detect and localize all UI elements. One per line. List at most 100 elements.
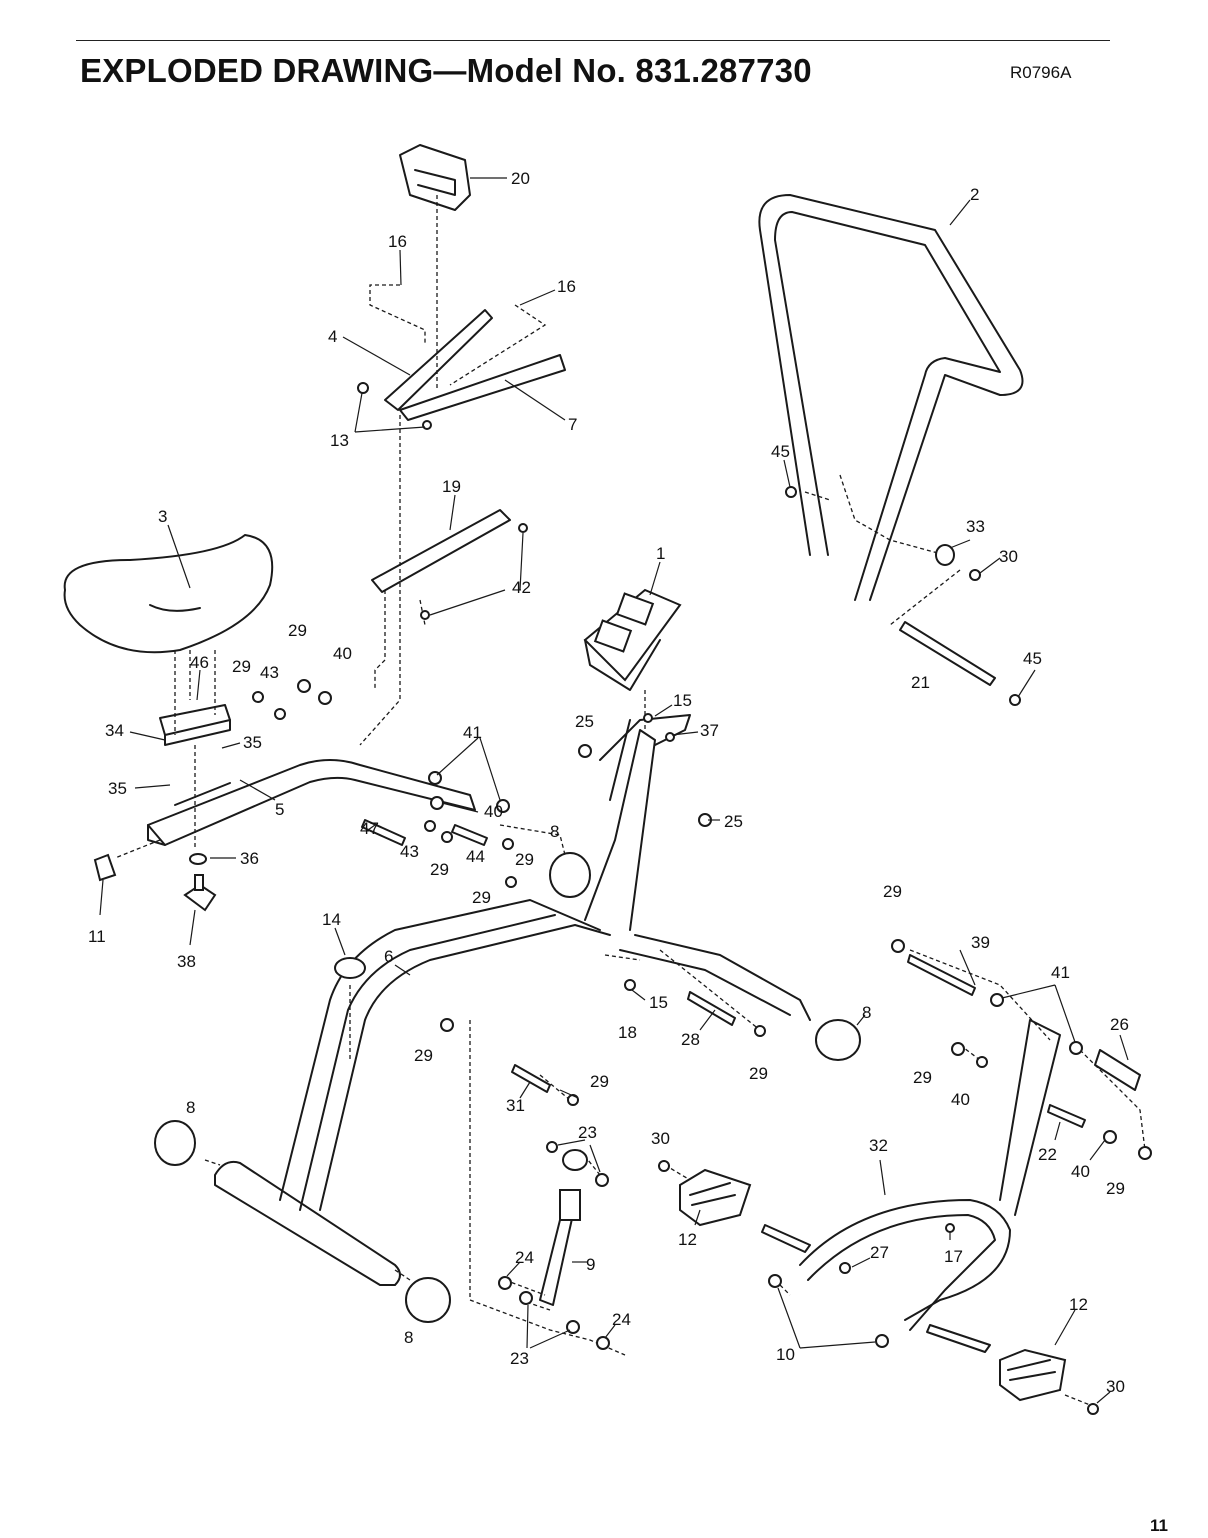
callout-label: 26: [1110, 1015, 1129, 1034]
callout-label: 28: [681, 1030, 700, 1049]
callout-label: 15: [649, 993, 668, 1012]
callout-label: 29: [430, 860, 449, 879]
callout-label: 43: [260, 663, 279, 682]
callout-label: 30: [999, 547, 1018, 566]
callout-label: 8: [404, 1328, 413, 1347]
callout-label: 45: [771, 442, 790, 461]
callout-label: 37: [700, 721, 719, 740]
callout-label: 15: [673, 691, 692, 710]
part-7-lower-link: [399, 354, 566, 421]
callout-label: 17: [944, 1247, 963, 1266]
callout-label: 29: [590, 1072, 609, 1091]
callout-label: 24: [612, 1310, 631, 1329]
callout-label: 29: [515, 850, 534, 869]
callout-label: 12: [678, 1230, 697, 1249]
callout-label: 29: [913, 1068, 932, 1087]
part-20-handlebar-grip: [399, 144, 471, 211]
callout-label: 24: [515, 1248, 534, 1267]
callout-label: 40: [484, 802, 503, 821]
callout-label: 13: [330, 431, 349, 450]
callout-label: 23: [578, 1123, 597, 1142]
drawing-code: R0796A: [1010, 63, 1072, 82]
callout-label: 41: [463, 723, 482, 742]
callout-label: 2: [970, 185, 979, 204]
part-19-link-arm: [371, 509, 511, 593]
part-8-end-caps: [154, 852, 861, 1323]
callout-label: 30: [1106, 1377, 1125, 1396]
callout-label: 31: [506, 1096, 525, 1115]
callout-leaders: [99, 177, 1129, 1404]
callout-label: 29: [472, 888, 491, 907]
callout-label: 36: [240, 849, 259, 868]
callout-label: 11: [88, 927, 106, 946]
part-2-handlebar: [758, 194, 1024, 601]
callout-label: 33: [966, 517, 985, 536]
title-rule: [76, 40, 1110, 41]
part-32-crank-arm: [799, 1019, 1061, 1331]
callout-label: 29: [1106, 1179, 1125, 1198]
part-9-shock: [539, 1149, 588, 1306]
washers-and-nuts: [189, 382, 1152, 1415]
callout-label: 22: [1038, 1145, 1057, 1164]
callout-label: 27: [870, 1243, 889, 1262]
callout-label: 14: [322, 910, 341, 929]
callout-label: 46: [190, 653, 209, 672]
part-4-upper-link: [384, 309, 493, 411]
callout-label: 42: [512, 578, 531, 597]
callout-label: 20: [511, 169, 530, 188]
callout-label: 41: [1051, 963, 1070, 982]
page-number: 11: [1150, 1516, 1168, 1535]
part-1-console: [583, 588, 682, 691]
callout-label: 1: [656, 544, 665, 563]
callout-label: 4: [328, 327, 337, 346]
callout-label: 3: [158, 507, 167, 526]
callout-label: 47: [360, 819, 379, 838]
callout-label: 8: [550, 822, 559, 841]
callout-label: 29: [883, 882, 902, 901]
callout-label: 25: [724, 812, 743, 831]
part-12-pedals: [679, 1168, 1067, 1402]
callout-label: 35: [243, 733, 262, 752]
callout-label: 12: [1069, 1295, 1088, 1314]
callout-label: 39: [971, 933, 990, 952]
callout-label: 16: [388, 232, 407, 251]
callout-label: 8: [862, 1003, 871, 1022]
part-21-axle: [899, 621, 996, 686]
callout-label: 6: [384, 947, 393, 966]
page-title: EXPLODED DRAWING—Model No. 831.287730: [80, 52, 812, 89]
callout-label: 7: [568, 415, 577, 434]
part-3-seat: [63, 533, 274, 654]
callout-label: 38: [177, 952, 196, 971]
axles-and-bolts: [361, 819, 1141, 1353]
callout-label: 21: [911, 673, 930, 692]
callout-label: 29: [414, 1046, 433, 1065]
callout-label: 9: [586, 1255, 595, 1274]
callout-label: 23: [510, 1349, 529, 1368]
callout-label: 35: [108, 779, 127, 798]
callout-label: 45: [1023, 649, 1042, 668]
callout-label: 40: [1071, 1162, 1090, 1181]
callout-label: 18: [618, 1023, 637, 1042]
part-34-seat-bracket: [159, 704, 231, 746]
part-14-bushing: [334, 957, 366, 979]
callout-label: 34: [105, 721, 124, 740]
callout-label: 5: [275, 800, 284, 819]
callout-label: 29: [288, 621, 307, 640]
callout-label: 10: [776, 1345, 795, 1364]
part-5-seat-post: [147, 759, 476, 846]
callout-label: 40: [951, 1090, 970, 1109]
callout-label: 29: [749, 1064, 768, 1083]
callout-label: 32: [869, 1136, 888, 1155]
callout-labels: 20 2 16 16 4 7 13 45 33 30 19 42 3 1 21 …: [88, 169, 1129, 1396]
callout-label: 8: [186, 1098, 195, 1117]
callout-label: 16: [557, 277, 576, 296]
stabilizer-tube: [214, 1160, 401, 1286]
callout-label: 29: [232, 657, 251, 676]
callout-label: 30: [651, 1129, 670, 1148]
callout-label: 40: [333, 644, 352, 663]
callout-label: 19: [442, 477, 461, 496]
part-38-knob: [183, 874, 217, 912]
part-11-end-cap: [93, 853, 117, 882]
callout-label: 44: [466, 847, 485, 866]
